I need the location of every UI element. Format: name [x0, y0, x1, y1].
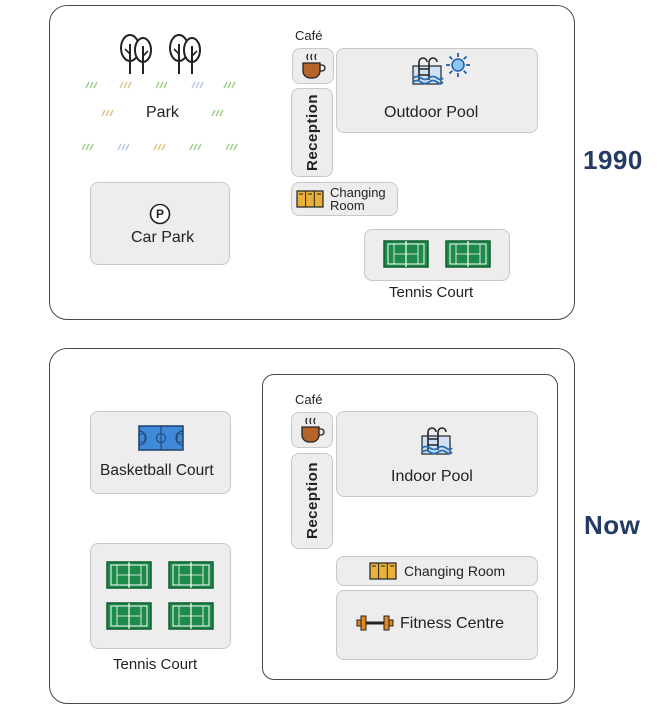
fitness-centre-label: Fitness Centre [400, 615, 505, 632]
basketball-court [90, 411, 231, 494]
indoor-pool-label: Indoor Pool [391, 468, 473, 485]
basketball-court-icon [138, 425, 184, 451]
basketball-court-label: Basketball Court [100, 462, 214, 479]
pool-icon [419, 422, 455, 456]
tennis-court-icon [445, 240, 491, 268]
tennis-court-label: Tennis Court [113, 656, 198, 673]
reception: Reception [291, 88, 333, 177]
changing-room-label-line1: Changing [330, 185, 386, 200]
grass-pattern [80, 78, 250, 158]
year-label: Now [584, 510, 641, 540]
tennis-courts [90, 543, 231, 649]
locker-icon [296, 190, 324, 208]
parking-icon [149, 203, 171, 225]
tree-icon [165, 32, 205, 76]
changing-room-label: Changing Room [404, 563, 506, 579]
tree-icon [116, 32, 156, 76]
changing-room-label-line2: Room [330, 198, 365, 213]
reception-label: Reception [303, 93, 321, 171]
reception-label: Reception [303, 462, 321, 540]
tennis-court-icon [383, 240, 429, 268]
tennis-court-icon [106, 602, 152, 630]
tennis-court-icon [168, 561, 214, 589]
coffee-icon [299, 416, 325, 444]
cafe-label: Café [295, 392, 323, 407]
year-label: 1990 [583, 145, 643, 175]
coffee-icon [300, 52, 326, 80]
dumbbell-icon [356, 613, 394, 633]
pool-icon [410, 52, 446, 86]
tennis-court-icon [106, 561, 152, 589]
cafe-label: Café [295, 28, 323, 43]
outdoor-pool [336, 48, 538, 133]
parking-symbol: P [155, 207, 164, 221]
outdoor-pool-label: Outdoor Pool [384, 104, 479, 121]
tennis-court-label: Tennis Court [389, 284, 474, 301]
fitness-centre [336, 590, 538, 660]
park-label: Park [146, 104, 179, 121]
car-park-label: Car Park [131, 229, 195, 246]
locker-icon [369, 562, 397, 580]
sun-icon [444, 51, 472, 79]
tennis-court-icon [168, 602, 214, 630]
reception: Reception [291, 453, 333, 549]
